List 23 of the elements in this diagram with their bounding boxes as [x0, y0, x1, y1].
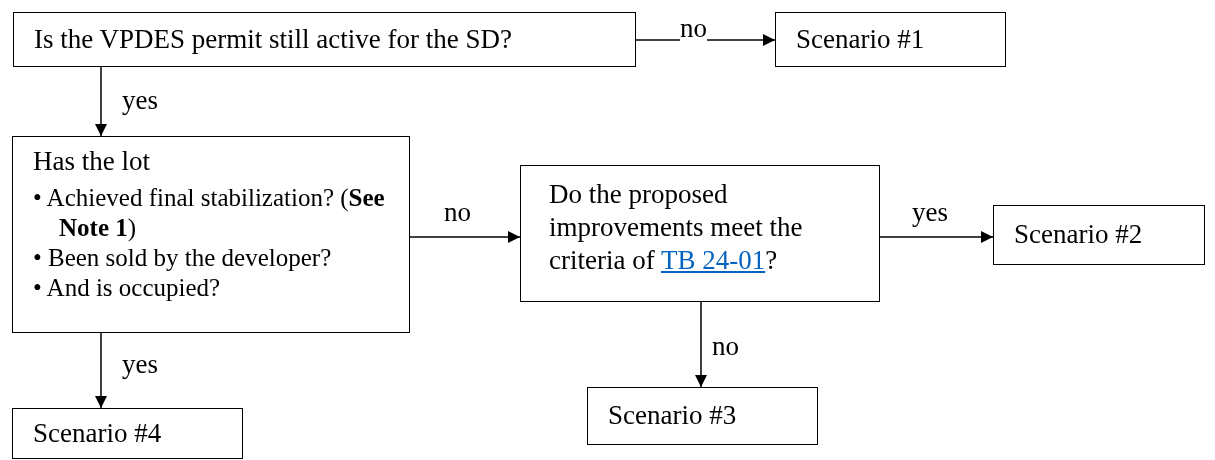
arrow [409, 231, 521, 243]
arrow [695, 301, 707, 388]
bullet-item: • Been sold by the developer? [33, 242, 333, 273]
arrow [95, 332, 107, 409]
outcome-box [775, 12, 1006, 67]
question-heading: Has the lot [33, 145, 151, 178]
question-text: Do the proposed improvements meet the criteria of TB 24-01? [549, 178, 804, 277]
outcome-box [587, 387, 818, 445]
document-link: TB 24-01 [660, 245, 766, 275]
outcome-text: Scenario #3 [608, 399, 738, 433]
outcome-box [12, 408, 243, 459]
outcome-text: Scenario #1 [796, 22, 926, 56]
arrow [879, 231, 994, 243]
decision-box [520, 165, 880, 302]
bullet-item: • Achieved final stabilization? (See Note 1) [33, 182, 386, 243]
question-text: Is the VPDES permit still active for the SD? [34, 22, 513, 56]
outcome-box [993, 205, 1205, 265]
bullet-item: • And is occupied? [33, 272, 222, 303]
decision-box [12, 136, 410, 333]
outcome-text: Scenario #4 [33, 416, 163, 450]
decision-box [13, 12, 636, 67]
outcome-text: Scenario #2 [1014, 218, 1144, 252]
arrow [95, 66, 107, 137]
